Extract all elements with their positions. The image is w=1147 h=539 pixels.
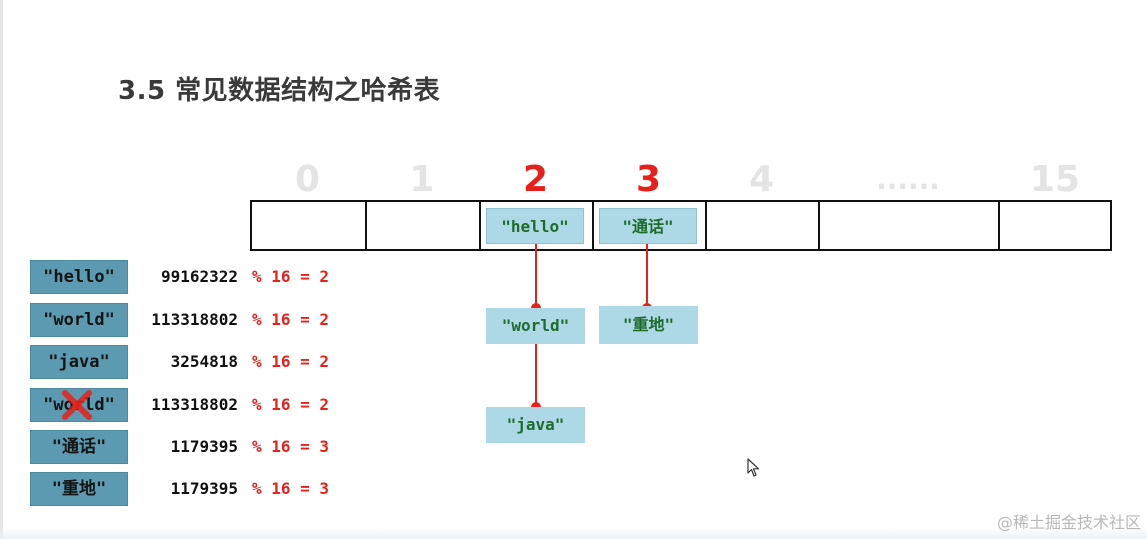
mod-result: % 16 = 2 <box>252 267 330 286</box>
left-edge <box>0 0 3 539</box>
key-box: "world" <box>30 303 128 337</box>
hash-value: 1179395 <box>170 479 238 498</box>
index-label-15: 15 <box>1029 159 1081 200</box>
cursor-icon <box>747 458 760 477</box>
hash-value: 3254818 <box>170 352 238 371</box>
hash-value: 113318802 <box>151 395 238 414</box>
bucket-node: "重地" <box>599 306 698 344</box>
bucket-node: "world" <box>486 308 585 344</box>
index-label-ellipsis: ...... <box>876 163 940 196</box>
bucket-node: "通话" <box>599 208 697 244</box>
index-label-3: 3 <box>635 159 662 200</box>
hash-value: 113318802 <box>151 310 238 329</box>
mod-result: % 16 = 2 <box>252 395 330 414</box>
key-box: "java" <box>30 345 128 379</box>
cross-icon <box>62 390 92 420</box>
array-cell-0 <box>250 200 367 251</box>
chain-line-slot3 <box>646 244 648 310</box>
key-box: "重地" <box>30 472 128 506</box>
array-cell-1 <box>365 200 481 251</box>
hash-value: 99162322 <box>160 267 238 286</box>
index-label-2: 2 <box>522 159 549 200</box>
index-label-4: 4 <box>748 159 775 200</box>
mod-result: % 16 = 3 <box>252 479 330 498</box>
array-cell-ellipsis <box>818 200 1000 251</box>
key-box: "通话" <box>30 430 128 464</box>
array-cell-15 <box>998 200 1112 251</box>
bucket-node: "hello" <box>486 208 584 244</box>
index-label-0: 0 <box>294 159 321 200</box>
array-cell-4 <box>705 200 820 251</box>
mod-result: % 16 = 2 <box>252 310 330 329</box>
bucket-node: "java" <box>486 407 585 443</box>
key-box: "hello" <box>30 260 128 294</box>
page-title: 3.5 常见数据结构之哈希表 <box>118 76 441 106</box>
watermark: @稀土掘金技术社区 <box>996 513 1141 532</box>
hash-value: 1179395 <box>170 437 238 456</box>
index-label-1: 1 <box>409 159 435 200</box>
bottom-decoration <box>0 527 1147 539</box>
mod-result: % 16 = 2 <box>252 352 330 371</box>
mod-result: % 16 = 3 <box>252 437 330 456</box>
